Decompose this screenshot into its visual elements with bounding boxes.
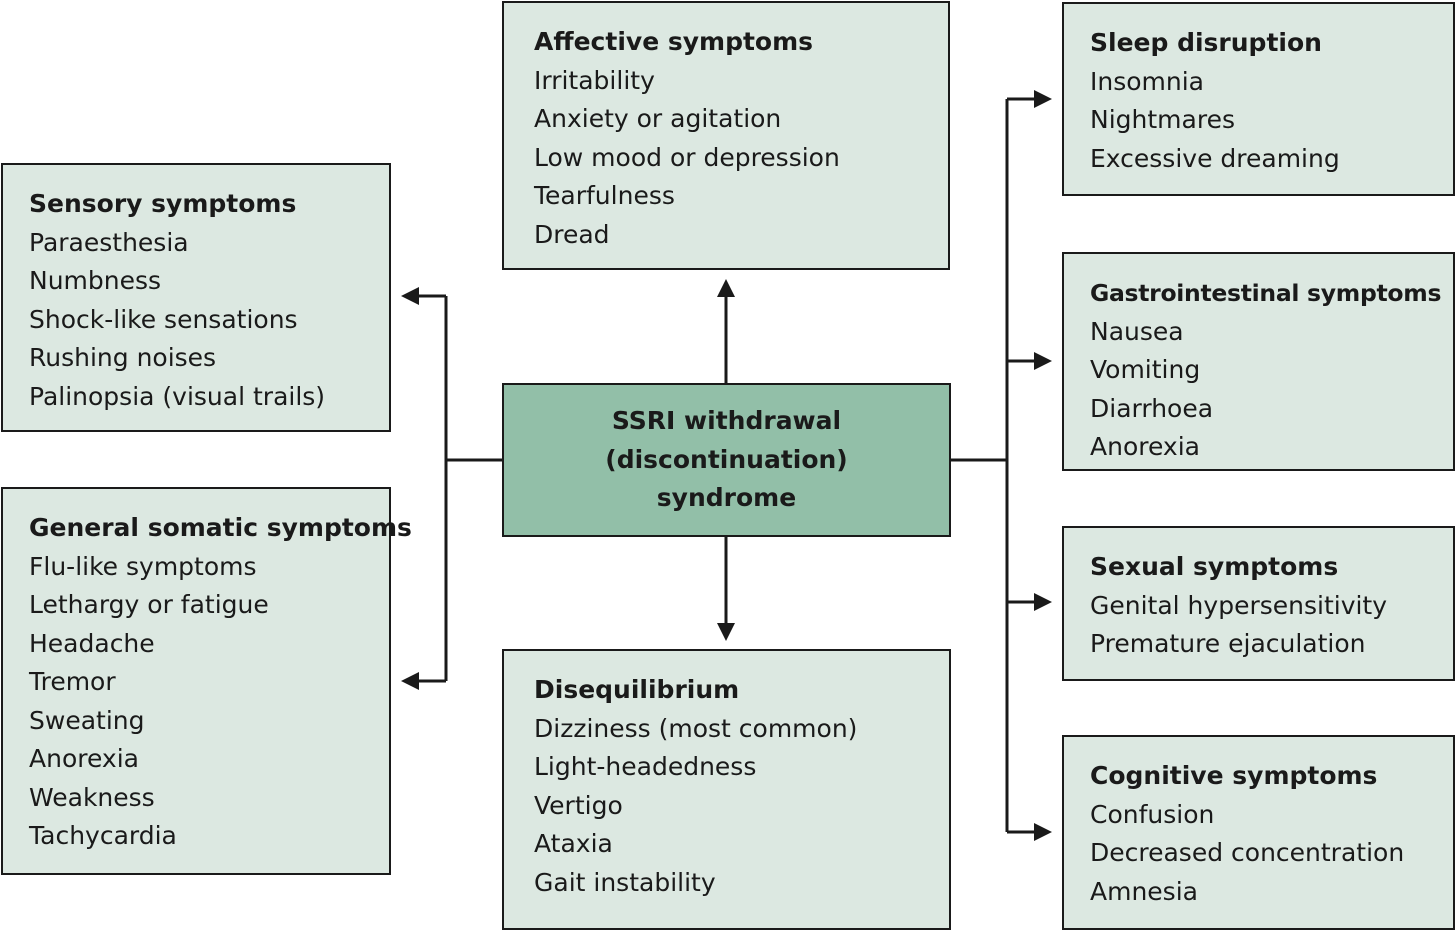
gastrointestinal-symptoms-box: Gastrointestinal symptoms Nausea Vomitin…: [1062, 252, 1455, 471]
list-item: Anorexia: [1090, 432, 1200, 461]
list-item: Amnesia: [1090, 876, 1198, 906]
right-branch: [950, 90, 1052, 841]
list-item: Sweating: [29, 705, 145, 735]
box-title: Gastrointestinal symptoms: [1090, 279, 1442, 307]
somatic-symptoms-box: General somatic symptoms Flu-like sympto…: [1, 487, 412, 875]
list-item: Light-headedness: [534, 752, 757, 781]
cognitive-symptoms-box: Cognitive symptoms Confusion Decreased c…: [1062, 735, 1455, 930]
list-item: Anxiety or agitation: [534, 104, 782, 133]
sleep-disruption-box: Sleep disruption Insomnia Nightmares Exc…: [1062, 2, 1455, 196]
list-item: Rushing noises: [29, 343, 217, 372]
box-title: Affective symptoms: [534, 27, 814, 56]
box-title: General somatic symptoms: [29, 513, 412, 542]
box-title: Sleep disruption: [1090, 28, 1322, 57]
sexual-symptoms-box: Sexual symptoms Genital hypersensitivity…: [1062, 526, 1455, 681]
list-item: Tremor: [29, 667, 116, 696]
list-item: Ataxia: [534, 829, 613, 858]
list-item: Lethargy or fatigue: [29, 590, 269, 619]
list-item: Shock-like sensations: [29, 304, 298, 334]
list-item: Vomiting: [1090, 355, 1201, 384]
center-node: SSRI withdrawal (discontinuation) syndro…: [502, 383, 951, 537]
list-item: Nightmares: [1090, 105, 1235, 134]
list-item: Insomnia: [1090, 66, 1205, 96]
list-item: Palinopsia (visual trails): [29, 381, 326, 411]
list-item: Dread: [534, 219, 610, 249]
list-item: Vertigo: [534, 790, 623, 820]
list-item: Low mood or depression: [534, 142, 840, 172]
box-title: Sexual symptoms: [1090, 552, 1339, 581]
center-line-3: syndrome: [656, 483, 797, 513]
list-item: Excessive dreaming: [1090, 143, 1340, 173]
list-item: Weakness: [29, 782, 155, 812]
disequilibrium-box: Disequilibrium Dizziness (most common) L…: [502, 649, 951, 930]
list-item: Tachycardia: [29, 821, 177, 850]
list-item: Anorexia: [29, 744, 139, 773]
list-item: Flu-like symptoms: [29, 551, 257, 581]
list-item: Gait instability: [534, 867, 716, 897]
list-item: Headache: [29, 628, 155, 658]
box-title: Cognitive symptoms: [1090, 761, 1378, 790]
list-item: Confusion: [1090, 799, 1215, 829]
center-line-2: (discontinuation): [605, 444, 848, 474]
list-item: Premature ejaculation: [1090, 629, 1366, 658]
list-item: Diarrhoea: [1090, 393, 1214, 423]
list-item: Genital hypersensitivity: [1090, 590, 1388, 620]
list-item: Tearfulness: [534, 181, 675, 210]
list-item: Paraesthesia: [29, 227, 189, 257]
center-line-1: SSRI withdrawal: [611, 406, 842, 436]
list-item: Numbness: [29, 266, 162, 295]
affective-symptoms-box: Affective symptoms Irritability Anxiety …: [502, 1, 950, 270]
list-item: Nausea: [1090, 316, 1184, 346]
list-item: Decreased concentration: [1090, 838, 1405, 867]
box-title: Disequilibrium: [534, 675, 740, 704]
box-title: Sensory symptoms: [29, 189, 297, 218]
left-branch: [401, 287, 502, 690]
list-item: Irritability: [534, 65, 655, 95]
sensory-symptoms-box: Sensory symptoms Paraesthesia Numbness S…: [1, 163, 391, 432]
list-item: Dizziness (most common): [534, 713, 858, 743]
